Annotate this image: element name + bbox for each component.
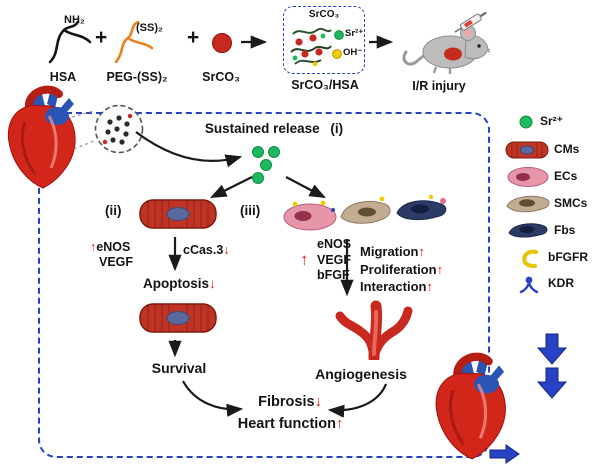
nanoparticle-cluster-icon	[290, 27, 332, 67]
arrow-synthesis-2	[369, 35, 394, 49]
srco3-label: SrCO₃	[202, 70, 240, 84]
box-srco3-label: SrCO₃	[308, 9, 340, 20]
heart-function-up-arrow: ↑	[336, 416, 344, 432]
arrow-angiogenesis-to-outcome	[327, 383, 388, 418]
arrow-release-curve	[135, 131, 243, 168]
interaction-text: Interaction	[360, 279, 427, 295]
enos-ii-text: eNOS	[96, 240, 131, 254]
step-i-label: (i)	[330, 121, 344, 136]
legend-sr-label: Sr²⁺	[540, 114, 564, 128]
cardiomyocyte-cell-1-icon	[139, 199, 217, 229]
vegf-ii-text: VEGF	[99, 254, 134, 269]
legend-ecs-label: ECs	[554, 169, 578, 183]
arrow-branch-left	[210, 176, 253, 198]
sr-ion-dot-icon	[334, 30, 344, 40]
angiogenesis-label: Angiogenesis	[315, 366, 407, 382]
heart-function-text: Heart function	[237, 416, 337, 432]
enos-ii-line: ↑eNOS	[90, 240, 133, 255]
fibrosis-text: Fibrosis	[258, 394, 315, 410]
proliferation-line: Proliferation↑	[360, 261, 443, 279]
legend-ecs-icon	[507, 167, 549, 187]
box-sr-label: Sr²⁺	[345, 28, 364, 39]
iii-genes-label: eNOS VEGF bFGF	[317, 237, 351, 284]
ss2-label: (SS)₂	[136, 22, 163, 34]
nanoparticle-box	[283, 6, 365, 74]
legend-fbs-label: Fbs	[554, 223, 576, 237]
proliferation-text: Proliferation	[360, 261, 437, 277]
pathway-panel-border	[38, 112, 490, 458]
recovered-heart-icon	[435, 352, 506, 460]
legend-bfgfr-icon	[522, 249, 538, 268]
nh2-label: NH₂	[64, 14, 85, 26]
arrow-iii-angiogenesis	[340, 240, 354, 297]
srco3-hsa-label: SrCO₃/HSA	[291, 78, 359, 92]
apoptosis-text: Apoptosis	[143, 276, 209, 291]
iii-genes-up-arrow: ↑	[300, 250, 309, 269]
blue-down-arrows-icon	[536, 333, 568, 399]
ir-injury-label: I/R injury	[412, 79, 466, 93]
proliferation-up-arrow: ↑	[436, 261, 444, 277]
sustained-release-label: Sustained release (i)	[185, 121, 363, 137]
legend-cms-label: CMs	[554, 142, 580, 156]
magnifier-connector-lines	[71, 110, 95, 150]
syringe-icon	[454, 11, 487, 33]
arrow-ii-apoptosis	[168, 237, 182, 272]
legend-bfgfr-label: bFGFR	[548, 250, 588, 264]
fibrosis-label: Fibrosis↓	[240, 394, 340, 411]
blue-right-arrow-icon	[489, 444, 520, 464]
hsa-label: HSA	[49, 70, 77, 84]
blood-vessel-icon	[335, 300, 413, 360]
ccas3-down-arrow: ↓	[223, 243, 230, 257]
apoptosis-down-arrow: ↓	[209, 276, 216, 291]
peg-label: PEG-(SS)₂	[106, 70, 168, 84]
mouse-icon	[402, 11, 490, 74]
iii-effects-label: Migration↑ Proliferation↑ Interaction↑	[360, 243, 443, 296]
step-iii-label: (iii)	[240, 203, 261, 218]
magnifier-circle-icon	[94, 104, 144, 154]
released-sr-ions-icon	[252, 146, 280, 184]
legend-smcs-icon	[506, 195, 550, 213]
injured-heart-icon	[7, 85, 76, 189]
interaction-line: Interaction↑	[360, 278, 443, 296]
survival-label: Survival	[151, 360, 207, 376]
migration-up-arrow: ↑	[418, 244, 426, 259]
arrow-ii-survival	[168, 340, 182, 358]
vegf-iii-text: VEGF	[317, 252, 352, 267]
box-oh-label: OH⁻	[343, 47, 363, 58]
fibrosis-down-arrow: ↓	[314, 394, 322, 410]
legend-kdr-label: KDR	[548, 276, 574, 290]
legend-sr-icon	[519, 115, 533, 129]
plus-sign-1: +	[95, 26, 108, 49]
migration-line: Migration↑	[360, 243, 443, 261]
legend-fbs-icon	[508, 223, 548, 238]
step-ii-label: (ii)	[105, 203, 122, 218]
sustained-release-text: Sustained release	[204, 121, 320, 136]
enos-iii-text: eNOS	[317, 237, 352, 251]
ccas3-label: cCas.3↓	[183, 243, 230, 258]
legend-cms-icon	[505, 141, 549, 159]
plus-sign-2: +	[187, 26, 200, 49]
bfgf-iii-text: bFGF	[317, 268, 350, 282]
legend-kdr-icon	[519, 276, 539, 294]
arrow-branch-right	[285, 176, 326, 199]
ccas3-text: cCas.3	[183, 243, 224, 257]
apoptosis-label: Apoptosis↓	[143, 276, 216, 292]
cardiomyocyte-cell-2-icon	[139, 303, 217, 333]
srco3-particle-icon	[212, 33, 232, 53]
interaction-up-arrow: ↑	[426, 279, 433, 295]
legend-smcs-label: SMCs	[554, 196, 588, 210]
peg-molecule-icon	[114, 20, 154, 64]
migration-text: Migration	[360, 244, 419, 259]
arrow-survival-to-outcome	[182, 380, 244, 417]
hsa-molecule-icon	[48, 20, 92, 64]
enos-vegf-ii-label: ↑eNOS VEGF	[90, 240, 133, 270]
enos-up-arrow: ↑	[90, 240, 97, 254]
heart-function-label: Heart function↑	[218, 416, 363, 433]
arrow-synthesis-1	[241, 35, 268, 49]
vascular-cells-icon	[283, 194, 447, 231]
oh-ion-dot-icon	[332, 49, 342, 59]
